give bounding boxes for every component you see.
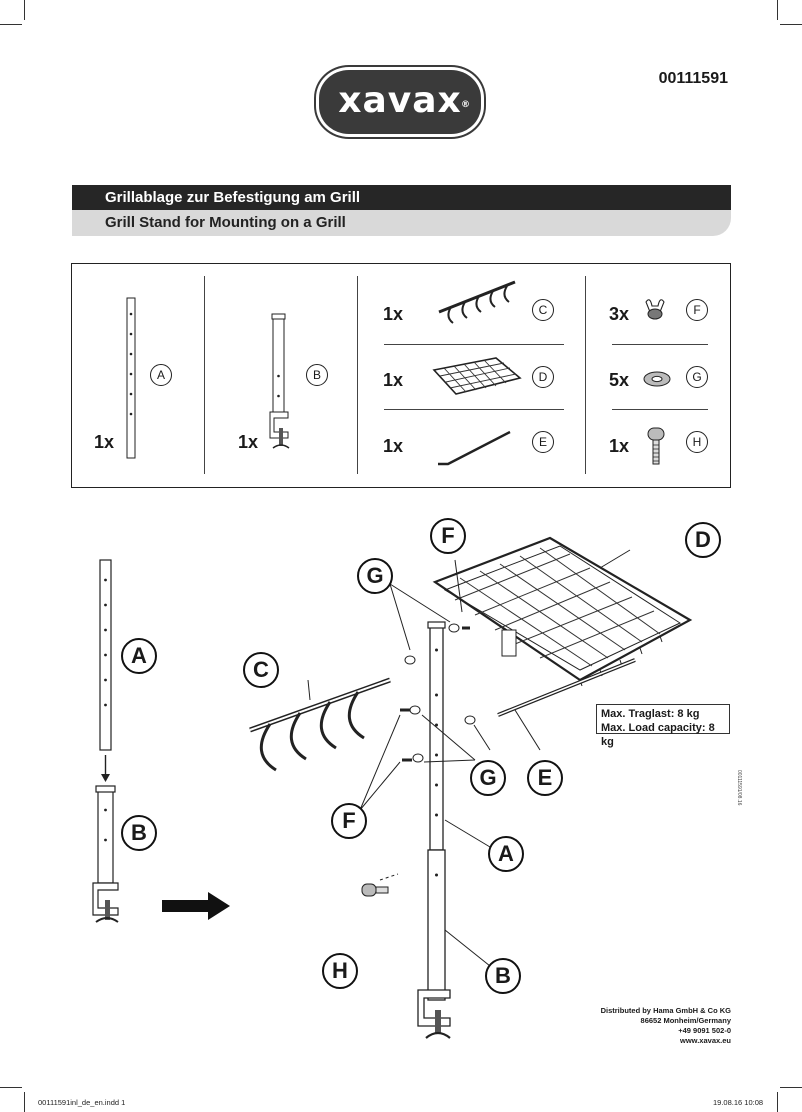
- part-g-qty: 5x: [609, 370, 630, 390]
- part-e-rod-illustration: [438, 430, 511, 466]
- part-c-label: C: [532, 299, 554, 321]
- load-capacity-de: Max. Traglast: 8 kg: [601, 708, 700, 720]
- crop-mark: [780, 1087, 802, 1088]
- divider: [357, 276, 358, 474]
- assembly-label-a-main: A: [488, 836, 524, 872]
- crop-mark: [24, 0, 25, 20]
- crop-mark: [0, 1087, 22, 1088]
- assembly-label-a-left: A: [121, 638, 157, 674]
- title-german: Grillablage zur Befestigung am Grill: [72, 185, 731, 210]
- arrow-right-icon: [162, 892, 230, 920]
- part-h-label: H: [686, 431, 708, 453]
- footer-date: 19.08.16 10:08: [713, 1098, 764, 1107]
- distributor-info: Distributed by Hama GmbH & Co KG 86652 M…: [600, 1006, 731, 1046]
- assembly-label-b-left: B: [121, 815, 157, 851]
- part-f-wing-nut-icon: [645, 299, 665, 320]
- assembly-label-f-top: F: [430, 518, 466, 554]
- part-a-label: A: [150, 364, 172, 386]
- assembly-label-b-main: B: [485, 958, 521, 994]
- assembly-label-c: C: [243, 652, 279, 688]
- brand-registered: ®: [461, 100, 471, 110]
- part-f-label: F: [686, 299, 708, 321]
- distributor-address: 86652 Monheim/Germany: [640, 1016, 731, 1025]
- part-g-washer-icon: [643, 371, 671, 387]
- crop-mark: [777, 1092, 778, 1112]
- distributor-phone: +49 9091 502-0: [678, 1026, 731, 1035]
- step1-tube-assembly-illustration: [92, 559, 119, 923]
- part-e-qty: 1x: [383, 436, 404, 456]
- divider: [384, 344, 564, 345]
- part-a-qty: 1x: [94, 432, 115, 452]
- part-d-grill-basket-illustration: [432, 357, 522, 395]
- part-d-label: D: [532, 366, 554, 388]
- divider: [612, 409, 708, 410]
- part-a-tube-illustration: [126, 297, 136, 459]
- crop-mark: [0, 24, 22, 25]
- assembly-label-g-top: G: [357, 558, 393, 594]
- distributor-website: www.xavax.eu: [680, 1036, 731, 1045]
- divider: [612, 344, 708, 345]
- assembly-label-d: D: [685, 522, 721, 558]
- brand-logo: xavax ®: [319, 70, 481, 134]
- part-d-qty: 1x: [383, 370, 404, 390]
- divider: [585, 276, 586, 474]
- divider: [384, 409, 564, 410]
- footer-file: 00111591inl_de_en.indd 1: [38, 1098, 126, 1107]
- side-code: 00111591/08.16: [736, 770, 742, 806]
- assembly-label-g-mid: G: [470, 760, 506, 796]
- crop-mark: [24, 1092, 25, 1112]
- load-capacity-en: Max. Load capacity: 8 kg: [601, 722, 715, 748]
- parts-overview: 1x A 1x B 1x C 1x D 1x E 3x F 5x G: [71, 263, 731, 488]
- assembly-label-h: H: [322, 953, 358, 989]
- part-b-clamp-illustration: [269, 313, 290, 449]
- assembly-label-e: E: [527, 760, 563, 796]
- main-assembly-illustration: [249, 536, 693, 1039]
- part-g-label: G: [686, 366, 708, 388]
- distributor-company: Distributed by Hama GmbH & Co KG: [600, 1006, 731, 1015]
- part-c-hook-rail-illustration: [438, 280, 516, 324]
- crop-mark: [780, 24, 802, 25]
- crop-mark: [777, 0, 778, 20]
- part-e-label: E: [532, 431, 554, 453]
- assembly-label-f-bottom: F: [331, 803, 367, 839]
- part-h-qty: 1x: [609, 436, 630, 456]
- part-b-qty: 1x: [238, 432, 259, 452]
- part-number: 00111591: [658, 70, 728, 87]
- part-c-qty: 1x: [383, 304, 404, 324]
- part-f-qty: 3x: [609, 304, 630, 324]
- part-b-label: B: [306, 364, 328, 386]
- part-h-thumb-screw-icon: [647, 427, 665, 465]
- divider: [204, 276, 205, 474]
- title-english: Grill Stand for Mounting on a Grill: [72, 210, 731, 236]
- load-capacity-box: Max. Traglast: 8 kg Max. Load capacity: …: [596, 704, 730, 748]
- brand-name: xavax: [338, 80, 462, 121]
